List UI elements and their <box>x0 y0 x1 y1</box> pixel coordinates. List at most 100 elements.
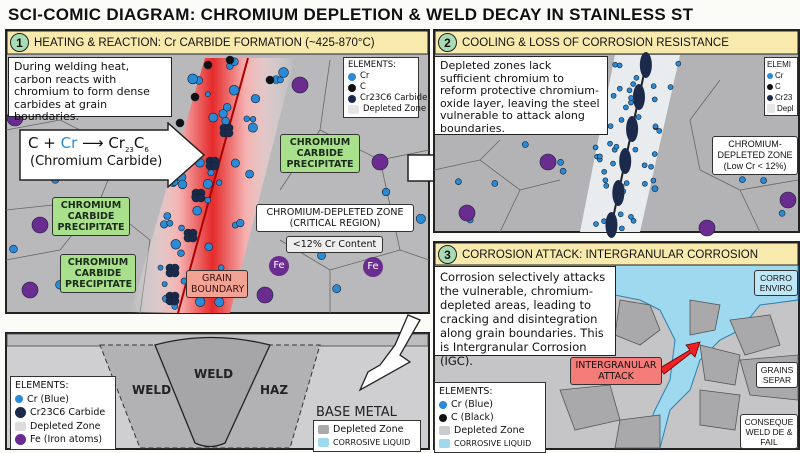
chromium-atom <box>178 224 185 232</box>
carbon-atom <box>190 92 200 102</box>
legend-item: Cr23 <box>775 93 793 102</box>
legend-title: ELEMENTS: <box>348 60 396 70</box>
iron-atom <box>779 191 797 209</box>
depleted-zone-swatch <box>15 421 26 431</box>
iron-atom <box>291 76 309 94</box>
chromium-atom <box>250 94 261 104</box>
chromium-atom <box>170 239 181 250</box>
chromium-atom <box>163 212 172 220</box>
panel-4-legend-right: Depleted Zone CORROSIVE LIQUID <box>313 420 421 452</box>
panel-2-grains <box>433 79 799 233</box>
base-metal-label: BASE METAL <box>316 405 397 420</box>
carbide-precipitate-label: CHROMIUM CARBIDE PRECIPITATE <box>60 254 136 293</box>
chromium-atom <box>204 242 213 252</box>
panel-2-legend: ELEMI Cr C Cr23 Depl <box>764 57 798 116</box>
chromium-atom <box>157 264 164 271</box>
legend-item: Cr23C6 Carbide <box>360 93 428 103</box>
chromium-atom <box>641 162 648 169</box>
iron-atom <box>31 216 49 234</box>
chromium-atom <box>223 103 232 112</box>
chromium-atom <box>778 210 786 217</box>
flow-arrow-down <box>358 314 421 392</box>
carbide-cluster <box>224 128 234 138</box>
legend-item: CORROSIVE LIQUID <box>333 438 411 447</box>
legend-item: C <box>360 82 366 92</box>
chromium-atom <box>667 84 674 90</box>
legend-title: ELEMENTS: <box>439 386 493 397</box>
step-number-2: 2 <box>438 33 457 52</box>
legend-item: Fe (Iron atoms) <box>30 434 103 445</box>
depleted-zone-label: CHROMIUM-DEPLETED ZONE (CRITICAL REGION) <box>256 204 414 232</box>
iron-atom <box>21 281 39 299</box>
equation-name: (Chromium Carbide) <box>30 154 163 169</box>
depleted-zone-swatch <box>767 104 775 113</box>
chromium-atom <box>632 146 639 153</box>
cr-content-label: <12% Cr Content <box>286 236 383 253</box>
chromium-atom <box>228 85 240 96</box>
panel-2-header-row: 2 COOLING & LOSS OF CORROSION RESISTANCE <box>438 33 729 52</box>
panel-2-title: COOLING & LOSS OF CORROSION RESISTANCE <box>462 36 729 49</box>
carbide-cluster <box>170 268 180 278</box>
legend-title: ELEMI <box>767 60 792 69</box>
chromium-atom <box>236 218 245 228</box>
carbon-atom <box>225 55 235 65</box>
chromium-atom <box>216 179 223 186</box>
panel-3-header-row: 3 CORROSION ATTACK: INTERGRANULAR CORROS… <box>438 245 758 264</box>
eq-carbon: C + <box>28 134 56 152</box>
chromium-atom <box>601 168 607 175</box>
chromium-atom <box>187 73 198 85</box>
page-title: SCI-COMIC DIAGRAM: CHROMIUM DEPLETION & … <box>8 5 694 24</box>
carbide-precipitate <box>639 52 652 78</box>
chromium-atom <box>628 214 634 220</box>
legend-item: Depleted Zone <box>333 424 404 435</box>
legend-item: CORROSIVE LIQUID <box>454 439 532 448</box>
legend-item: Cr23C6 Carbide <box>30 407 106 418</box>
chromium-atom <box>651 185 659 192</box>
carbide-cluster-icon <box>15 407 26 419</box>
grain-boundary-label: GRAIN BOUNDARY <box>186 270 248 298</box>
consequence-label: CONSEQUE WELD DE & FAIL <box>740 414 798 449</box>
carbon-dot-icon <box>348 83 356 92</box>
chromium-atom <box>619 225 625 232</box>
chromium-atom <box>415 213 426 224</box>
panel-1-description: During welding heat, carbon reacts with … <box>8 57 172 123</box>
chromium-atom <box>243 115 250 122</box>
chromium-atom <box>607 140 613 147</box>
chromium-atom <box>230 158 240 168</box>
chromium-atom <box>603 182 610 189</box>
panel-3-grains <box>559 299 799 449</box>
grains-separate-label: GRAINS SEPAR <box>756 362 798 388</box>
weld-label-left: WELD <box>132 383 172 397</box>
step-number-1: 1 <box>10 33 29 52</box>
chromium-atom <box>623 104 629 111</box>
panel-2-depleted-zone-label: CHROMIUM-DEPLETED ZONE (Low Cr < 12%) <box>712 136 798 175</box>
iron-atom-icon <box>15 434 26 446</box>
carbide-precipitate-label: CHROMIUM CARBIDE PRECIPITATE <box>280 134 360 173</box>
corrosive-liquid <box>614 264 799 449</box>
chromium-atom <box>161 281 168 287</box>
chromium-atom <box>642 181 648 187</box>
carbon-atom <box>203 60 213 70</box>
chromium-atom <box>651 96 658 103</box>
carbon-atom <box>265 75 275 85</box>
carbide-cluster-icon <box>767 94 773 101</box>
iron-atom <box>539 153 557 171</box>
chromium-atom <box>177 249 185 257</box>
chromium-atom <box>278 67 289 78</box>
chromium-atom <box>204 196 212 204</box>
panel-4-legend: ELEMENTS: Cr (Blue) Cr23C6 Carbide Deple… <box>10 376 116 450</box>
carbon-atom <box>175 118 185 128</box>
corrosive-liquid-swatch <box>318 438 329 447</box>
carbide-precipitate <box>626 116 639 142</box>
chromium-atom <box>656 128 663 134</box>
iron-atom <box>256 286 274 304</box>
haz-label: HAZ <box>260 383 289 397</box>
legend-item: Cr (Blue) <box>451 399 493 410</box>
legend-item: Depleted Zone <box>363 104 427 114</box>
chromium-atom <box>630 218 637 224</box>
equation-arrow-shape <box>19 122 206 188</box>
eq-product: Cr23C6 <box>108 134 149 154</box>
chromium-atom <box>607 123 614 129</box>
chromium-atom <box>177 179 188 190</box>
chromium-atom <box>602 177 609 184</box>
